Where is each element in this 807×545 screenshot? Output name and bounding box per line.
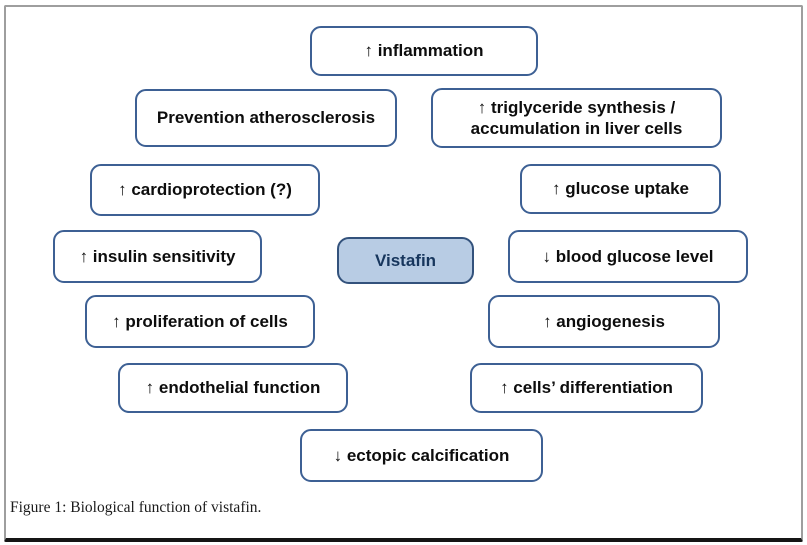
box-proliferation-of-cells: ↑ proliferation of cells	[85, 295, 315, 348]
box-glucose-uptake: ↑ glucose uptake	[520, 164, 721, 214]
box-label: ↑ cells’ differentiation	[500, 378, 673, 398]
box-label: ↑ insulin sensitivity	[79, 246, 236, 266]
center-label: Vistafin	[374, 250, 437, 270]
box-inflammation: ↑ inflammation	[310, 26, 538, 76]
vistafin-center-node: Vistafin	[337, 237, 474, 284]
box-cardioprotection: ↑ cardioprotection (?)	[90, 164, 320, 216]
box-angiogenesis: ↑ angiogenesis	[488, 295, 720, 348]
box-label: ↑ triglyceride synthesis / accumulation …	[470, 97, 683, 138]
box-cells-differentiation: ↑ cells’ differentiation	[470, 363, 703, 413]
box-label: Prevention atherosclerosis	[156, 108, 376, 128]
box-label: ↑ angiogenesis	[543, 311, 665, 331]
box-blood-glucose-level: ↓ blood glucose level	[508, 230, 748, 283]
box-endothelial-function: ↑ endothelial function	[118, 363, 348, 413]
box-label: ↑ cardioprotection (?)	[118, 180, 292, 200]
box-insulin-sensitivity: ↑ insulin sensitivity	[53, 230, 262, 283]
box-label: ↑ glucose uptake	[552, 179, 689, 199]
box-label: ↑ proliferation of cells	[112, 311, 288, 331]
box-ectopic-calcification: ↓ ectopic calcification	[300, 429, 543, 482]
box-triglyceride-synthesis: ↑ triglyceride synthesis / accumulation …	[431, 88, 722, 148]
box-label: ↑ inflammation	[364, 41, 484, 61]
box-prevention-atherosclerosis: Prevention atherosclerosis	[135, 89, 397, 147]
box-label: ↑ endothelial function	[145, 378, 321, 398]
box-label: ↓ ectopic calcification	[333, 445, 510, 465]
box-label: ↓ blood glucose level	[542, 246, 714, 266]
figure-caption: Figure 1: Biological function of vistafi…	[10, 499, 262, 516]
